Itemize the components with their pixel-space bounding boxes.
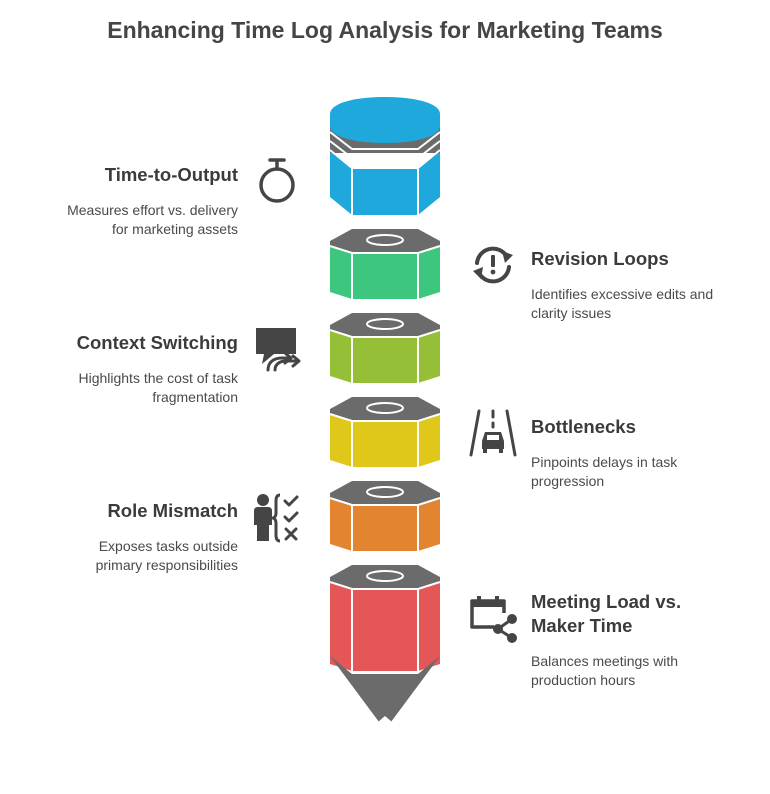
item-heading: Context Switching [76, 332, 238, 353]
item-description: Identifies excessive edits and clarity i… [531, 286, 714, 321]
item-heading: Meeting Load vs. Maker Time [531, 591, 682, 636]
pencil-tip [330, 656, 440, 734]
item-revision-loops: Revision Loops Identifies excessive edit… [531, 247, 761, 323]
item-bottlenecks: Bottlenecks Pinpoints delays in task pro… [531, 415, 761, 491]
refresh-alert-icon [473, 246, 513, 284]
calendar-share-icon [470, 596, 517, 643]
pencil-segment-2 [329, 229, 441, 299]
stopwatch-icon [259, 158, 295, 203]
item-time-to-output: Time-to-Output Measures effort vs. deliv… [0, 163, 238, 239]
item-heading: Bottlenecks [531, 416, 636, 437]
item-heading: Revision Loops [531, 248, 669, 269]
item-meeting-load: Meeting Load vs. Maker Time Balances mee… [531, 590, 761, 690]
chat-forward-icon [256, 328, 301, 373]
car-road-icon [469, 409, 517, 457]
person-checklist-icon [254, 493, 299, 543]
pencil-segment-6 [329, 565, 441, 671]
item-role-mismatch: Role Mismatch Exposes tasks outside prim… [0, 499, 238, 575]
pencil-segment-4 [329, 397, 441, 467]
item-description: Measures effort vs. delivery for marketi… [67, 202, 238, 237]
pencil-segment-5 [329, 481, 441, 551]
item-description: Pinpoints delays in task progression [531, 454, 678, 489]
item-heading: Time-to-Output [104, 164, 238, 185]
item-heading: Role Mismatch [107, 500, 238, 521]
item-description: Highlights the cost of task fragmentatio… [78, 370, 238, 405]
pencil-segment-3 [329, 313, 441, 383]
pencil-segment-1 [329, 97, 441, 215]
item-description: Exposes tasks outside primary responsibi… [95, 538, 238, 573]
item-description: Balances meetings with production hours [531, 653, 679, 688]
page-title: Enhancing Time Log Analysis for Marketin… [107, 17, 663, 43]
item-context-switching: Context Switching Highlights the cost of… [0, 331, 238, 407]
